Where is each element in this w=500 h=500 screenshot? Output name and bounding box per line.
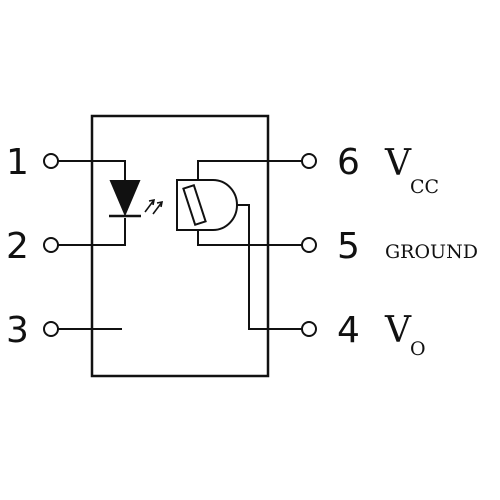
pin-5-terminal (301, 237, 317, 253)
pin-1-number: 1 (6, 142, 29, 183)
pin-6-lead (197, 160, 302, 180)
led-diode-icon (109, 180, 141, 218)
vcc-label-subscript: CC (410, 176, 439, 198)
pin-5-lead (197, 230, 302, 246)
pin-4-terminal (301, 321, 317, 337)
light-emission-arrows-icon (144, 198, 164, 215)
pin-2-terminal (43, 237, 59, 253)
pin-3-terminal (43, 321, 59, 337)
pin-4-number: 4 (337, 310, 360, 351)
pin-4-lead (237, 204, 302, 330)
ground-label: GROUND (385, 241, 478, 263)
vcc-label: V (384, 143, 412, 184)
pin-1-terminal (43, 153, 59, 169)
pin-2-lead (58, 218, 126, 246)
pin-6-number: 6 (337, 142, 360, 183)
pin-1-lead (58, 160, 126, 181)
pin-2-number: 2 (6, 226, 29, 267)
photodetector-gate-icon (176, 179, 238, 231)
vo-label: V (384, 310, 412, 351)
vo-label-subscript: O (410, 338, 426, 360)
pin-5-number: 5 (337, 226, 360, 267)
pin-6-terminal (301, 153, 317, 169)
pin-3-number: 3 (6, 310, 29, 351)
